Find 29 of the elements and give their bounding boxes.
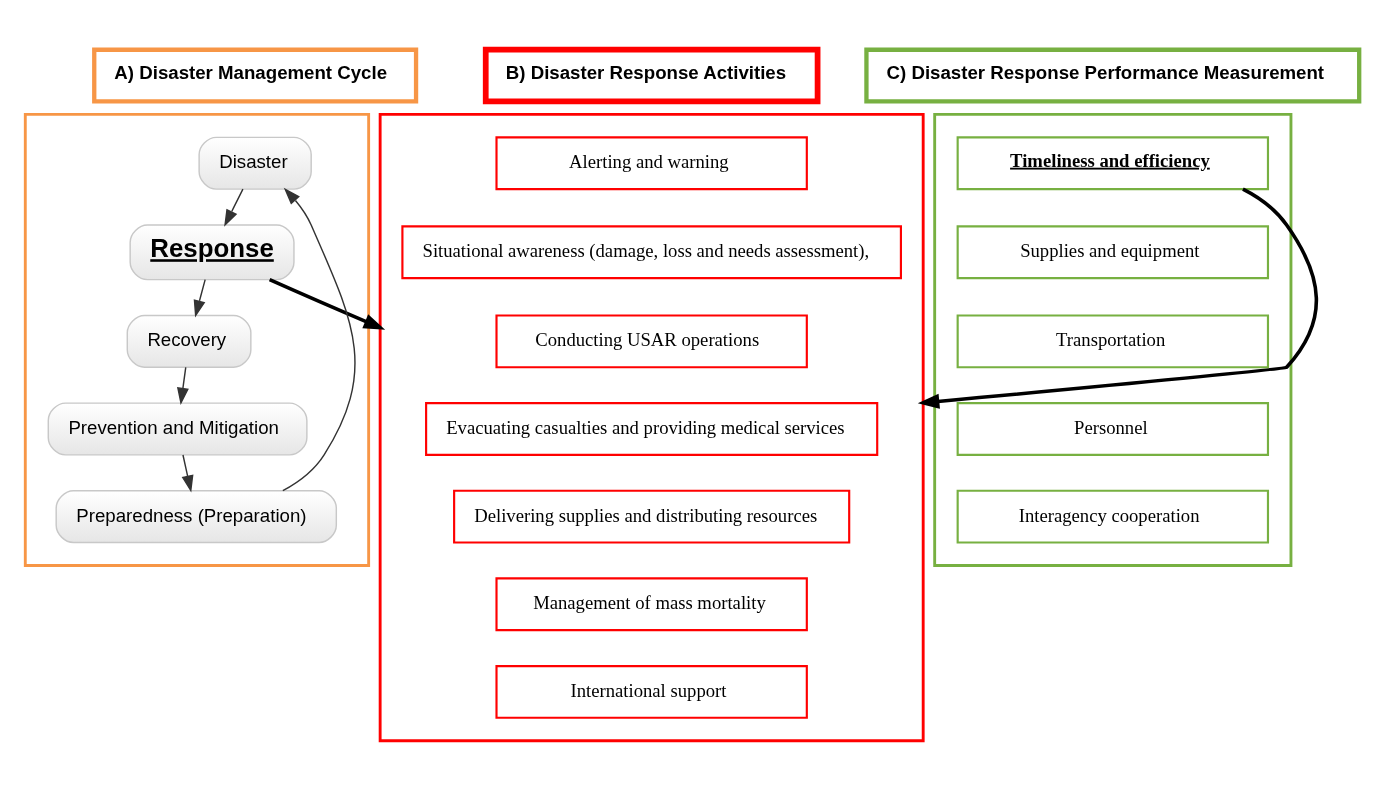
arrow bbox=[282, 187, 356, 491]
node-box: Transportation bbox=[956, 313, 1270, 368]
arrow bbox=[224, 187, 244, 227]
node-box: International support bbox=[495, 664, 808, 719]
node-box: C) Disaster Response Performance Measurement bbox=[864, 47, 1362, 104]
node-box: Response bbox=[129, 223, 295, 280]
node-box: Conducting USAR operations bbox=[495, 313, 808, 368]
arrow bbox=[268, 277, 386, 330]
node-box: Delivering supplies and distributing resources bbox=[453, 489, 851, 544]
node-box: Situational awareness (damage, loss and needs assessment), bbox=[401, 224, 902, 279]
cluster bbox=[378, 112, 925, 742]
cluster bbox=[933, 112, 1293, 567]
node-box: Prevention and Mitigation bbox=[47, 401, 308, 456]
arrow bbox=[176, 366, 189, 405]
arrow bbox=[917, 187, 1319, 409]
node-box: Alerting and warning bbox=[495, 135, 808, 190]
node-box: Recovery bbox=[126, 314, 252, 368]
node-box: Disaster bbox=[198, 136, 312, 190]
node-box: Interagency cooperation bbox=[956, 489, 1270, 544]
node-box: B) Disaster Response Activities bbox=[482, 46, 821, 104]
node-box: Supplies and equipment bbox=[956, 224, 1270, 279]
node-box: Preparedness (Preparation) bbox=[55, 489, 338, 543]
node-box: Personnel bbox=[956, 401, 1270, 456]
node-box: Timeliness and efficiency bbox=[956, 135, 1270, 190]
arrow bbox=[181, 453, 194, 493]
node-box: Evacuating casualties and providing medical services bbox=[425, 401, 879, 456]
arrow bbox=[193, 278, 206, 317]
node-box: A) Disaster Management Cycle bbox=[92, 47, 419, 104]
node-box: Management of mass mortality bbox=[495, 576, 808, 631]
